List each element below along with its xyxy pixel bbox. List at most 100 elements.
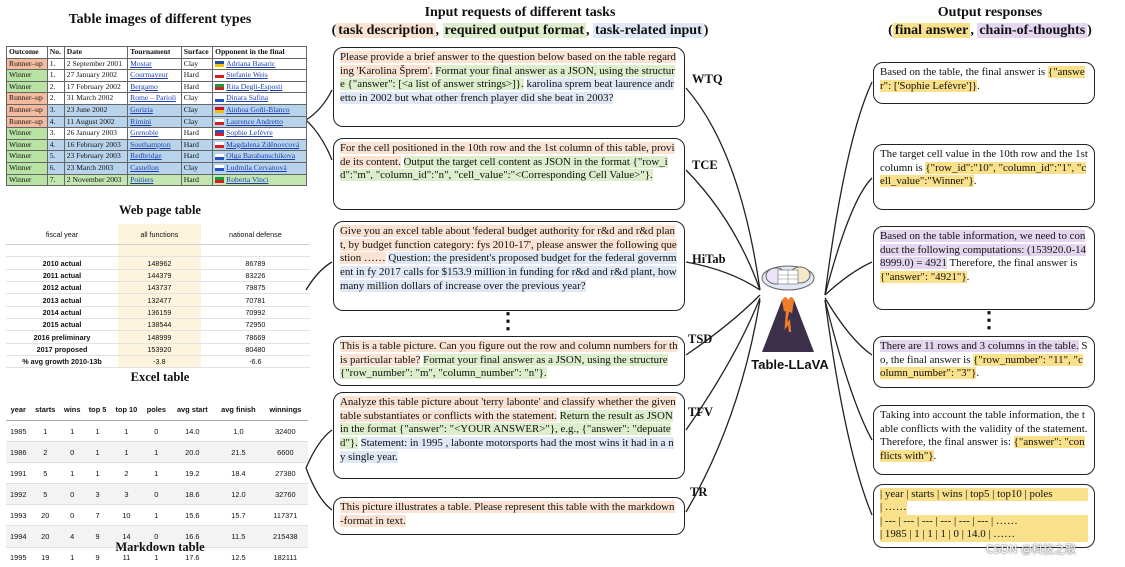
web-table-cell[interactable]: Roberta Vinci <box>212 173 307 187</box>
opponent-name[interactable]: Olga Barabanschikova <box>226 151 296 161</box>
web-table-cell[interactable]: Courmayeur <box>127 69 182 82</box>
excel-table-header: all functions <box>118 224 201 245</box>
right-subtitle: (final answer, chain-of-thoughts) <box>880 23 1100 39</box>
markdown-table-cell: 19.2 <box>170 462 215 485</box>
r2-pre: The target cell value in the 10th row an… <box>880 148 1088 174</box>
web-table-cell: Runner–up <box>6 57 48 71</box>
label-wtq: WTQ <box>692 72 723 86</box>
excel-table-cell: 2010 actual <box>6 256 118 270</box>
markdown-table-cell: 9 <box>84 547 111 567</box>
web-table-cell[interactable]: Laurence Andretto <box>212 115 307 129</box>
markdown-table-caption: Markdown table <box>115 540 205 554</box>
r5-pre: Taking into account the table informatio… <box>880 409 1088 449</box>
web-table-cell: Runner–up <box>6 92 48 105</box>
web-table-cell: Winner <box>6 80 48 94</box>
opponent-name[interactable]: Dinara Safina <box>226 93 269 103</box>
markdown-table-cell: 11 <box>110 547 143 567</box>
opponent-name[interactable]: Rita Degli-Esposti <box>226 81 283 91</box>
opponent-name[interactable]: Magdalena Zděnovcová <box>226 139 300 149</box>
markdown-table-cell: 215438 <box>262 525 308 548</box>
markdown-table-cell: 1 <box>59 420 85 443</box>
web-table-cell: Winner <box>6 161 48 175</box>
web-table-cell[interactable]: Gorizia <box>127 103 182 117</box>
markdown-table-cell: 9 <box>84 525 111 548</box>
web-table-cell[interactable]: Ainhoa Goñi-Blanco <box>212 103 307 117</box>
legend-output-format: required output format <box>442 23 587 38</box>
link-tfv-model <box>685 297 761 431</box>
markdown-table-cell: 1 <box>84 441 111 464</box>
opponent-name[interactable]: Laurence Andretto <box>226 116 283 126</box>
response-tsd: There are 11 rows and 3 columns in the t… <box>873 336 1095 388</box>
web-table-cell[interactable]: Rita Degli-Esposti <box>212 80 307 94</box>
opponent-name[interactable]: Sophie Lefèvre <box>226 128 273 138</box>
web-table-cell[interactable]: Redbridge <box>127 150 182 163</box>
markdown-table-cell: 0 <box>59 483 85 506</box>
link-model-r4 <box>824 297 873 356</box>
opponent-name[interactable]: Adriana Basaric <box>226 58 276 68</box>
web-table-cell[interactable]: Castellon <box>127 161 182 175</box>
markdown-table-cell: 1 <box>110 441 143 464</box>
markdown-table-cell: 0 <box>59 504 85 527</box>
link-tce-model <box>685 169 761 291</box>
web-table-cell[interactable]: Stefanie Weis <box>212 69 307 82</box>
web-table-cell[interactable]: Olga Barabanschikova <box>212 150 307 163</box>
label-tsd: TSD <box>688 332 713 346</box>
web-table-cell[interactable]: Rimini <box>127 115 182 129</box>
web-table-cell[interactable]: Grenoble <box>127 127 182 140</box>
web-table-cell: Hard <box>180 127 214 140</box>
web-table-cell: Hard <box>180 173 214 187</box>
web-table-header: Surface <box>180 46 214 59</box>
web-table-cell: 31 March 2002 <box>63 92 129 105</box>
web-table-cell[interactable]: Southampton <box>127 138 182 152</box>
excel-table-header: national defense <box>200 224 310 245</box>
web-table-cell[interactable]: Magdalena Zděnovcová <box>212 138 307 152</box>
opponent-name[interactable]: Stefanie Weis <box>226 70 268 80</box>
excel-table-cell: -3.8 <box>118 355 201 369</box>
response-tce: The target cell value in the 10th row an… <box>873 144 1095 210</box>
excel-table-cell: 132477 <box>118 293 201 307</box>
opponent-name[interactable]: Ainhoa Goñi-Blanco <box>226 104 290 114</box>
excel-table-cell <box>6 244 118 258</box>
link-web-tce <box>305 119 333 161</box>
markdown-table-cell: 1 <box>142 441 171 464</box>
markdown-table-cell: 18.6 <box>170 483 215 506</box>
web-table-cell[interactable]: Rome – Parioli <box>127 92 182 105</box>
web-table-cell: 23 June 2002 <box>63 103 129 117</box>
opponent-name[interactable]: Ludmila Cervanová <box>226 162 287 172</box>
web-table-cell[interactable]: Poitiers <box>127 173 182 187</box>
web-table-cell[interactable]: Bergamo <box>127 80 182 94</box>
excel-table-cell: 153920 <box>118 343 201 357</box>
web-table-cell[interactable]: Sophie Lefèvre <box>212 127 307 140</box>
flag-icon <box>215 107 225 114</box>
opponent-name[interactable]: Roberta Vinci <box>226 174 269 184</box>
excel-table-cell: 2013 actual <box>6 293 118 307</box>
web-table-cell: Hard <box>180 80 214 94</box>
label-tr: TR <box>690 485 708 499</box>
excel-table-cell: 83226 <box>200 269 310 283</box>
markdown-table-cell: 20.0 <box>170 441 215 464</box>
link-model-r2 <box>824 177 873 296</box>
markdown-table-cell: 20 <box>30 504 60 527</box>
markdown-table-header: avg finish <box>214 399 263 421</box>
excel-table-cell: -6.6 <box>200 355 310 369</box>
web-table-cell[interactable]: Dinara Safina <box>212 92 307 105</box>
excel-table-caption: Excel table <box>130 370 190 384</box>
markdown-table-header: winnings <box>262 399 308 421</box>
markdown-table-cell: 3 <box>110 483 143 506</box>
excel-table-cell: 148999 <box>118 330 201 344</box>
web-table-cell[interactable]: Ludmila Cervanová <box>212 161 307 175</box>
markdown-table-cell: 0 <box>142 525 171 548</box>
web-table-cell[interactable]: Mostar <box>127 57 182 71</box>
r4-post: . <box>976 367 980 380</box>
markdown-table-cell: 27380 <box>262 462 308 485</box>
watermark: CSDN @科技之歌 <box>986 543 1076 556</box>
web-table-cell[interactable]: Adriana Basaric <box>212 57 307 71</box>
web-table-cell: 2 September 2001 <box>63 57 129 71</box>
